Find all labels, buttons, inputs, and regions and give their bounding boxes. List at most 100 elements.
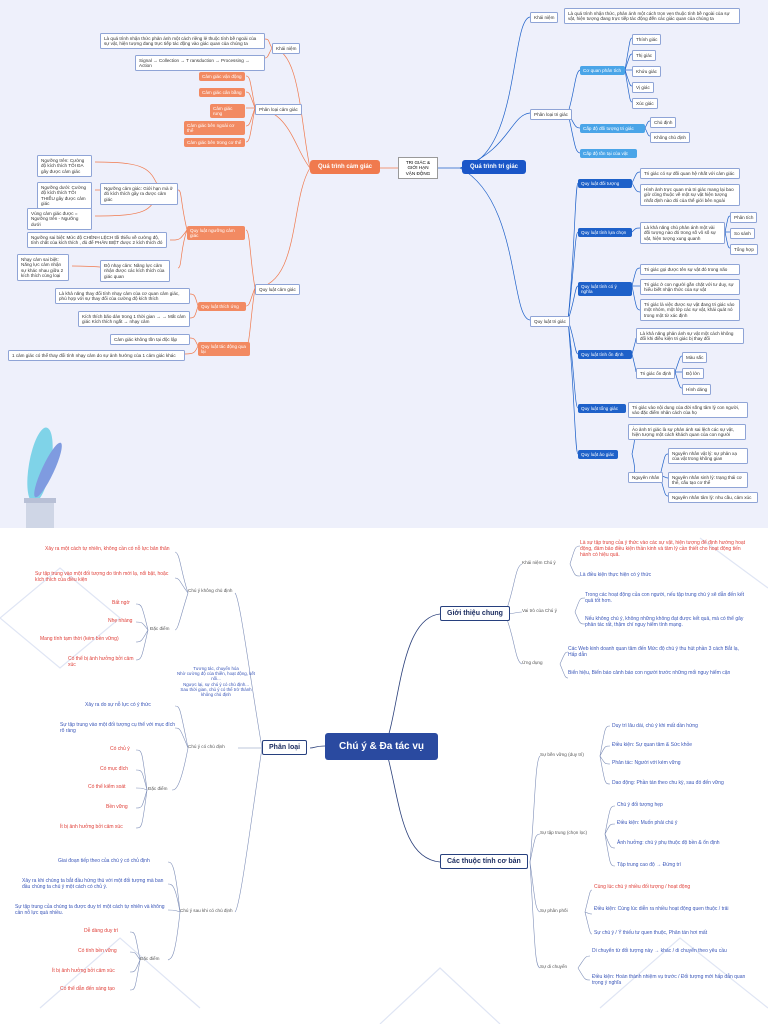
node-color[interactable]: Màu sắc xyxy=(682,352,708,363)
node-type-balance[interactable]: Cảm giác cân bằng xyxy=(199,88,245,97)
text-sustain-2: Điều kiện: Sự quan tâm & Sức khỏe xyxy=(612,742,693,748)
node-law-meaning-1[interactable]: Tri giác gọi được tên sự vật đó trong nã… xyxy=(640,264,740,275)
node-perception-laws[interactable]: Quy luật tri giác xyxy=(530,316,570,327)
node-type-motion[interactable]: Cảm giác vận động xyxy=(199,72,245,81)
node-size[interactable]: Độ lớn xyxy=(682,368,704,379)
node-smell[interactable]: Khứu giác xyxy=(632,66,661,77)
node-synthesis[interactable]: Tổng hợp xyxy=(730,244,758,255)
node-law-stability-def[interactable]: Là khả năng phản ánh sự vật một cách khô… xyxy=(636,328,744,345)
mindmap-attention: Chú ý & Đa tác vụ Giới thiệu chung Các t… xyxy=(0,528,768,1024)
text-sustain-3: Phản tác: Người với kém vững xyxy=(612,760,681,766)
node-intentional[interactable]: Chủ định xyxy=(650,117,677,128)
node-perception-concept[interactable]: Khái niệm xyxy=(530,12,559,23)
node-law-selection[interactable]: Quy luật tính lựa chọn xyxy=(578,228,632,237)
text-conc-4: Tập trung cao độ → Đứng trí xyxy=(617,862,681,868)
branch-introduction[interactable]: Giới thiệu chung xyxy=(440,606,510,621)
label-voluntary: Chú ý có chủ định xyxy=(188,744,225,749)
node-type-external[interactable]: Cảm giác bên ngoài cơ thể xyxy=(184,121,245,136)
node-hearing[interactable]: Thính giác xyxy=(632,34,662,45)
node-perception-def[interactable]: Là quá trình nhận thức, phản ánh một các… xyxy=(564,8,740,25)
node-illusion-def[interactable]: Ảo ảnh tri giác là sự phản ánh sai lệch … xyxy=(628,424,746,441)
node-law-meaning-3[interactable]: Tri giác là việc được sự vật đang tri gi… xyxy=(640,299,740,321)
node-law-object[interactable]: Quy luật đối tượng xyxy=(578,179,632,188)
mindmap-perception: TRI GIÁC & GIỚI HẠN VẬN ĐỘNG Quá trình c… xyxy=(0,0,768,528)
node-sensation-laws[interactable]: Quy luật cảm giác xyxy=(255,284,300,295)
node-type-vibration[interactable]: Cảm giác rung xyxy=(210,104,245,119)
text-vol-f3: Có thể kiểm soát xyxy=(88,784,126,790)
node-adaptation-def[interactable]: Là khả năng thay đổi tính nhạy cảm của c… xyxy=(55,288,190,305)
node-shape[interactable]: Hình dáng xyxy=(682,384,712,395)
node-law-stability[interactable]: Quy luật tính ổn định xyxy=(578,350,632,359)
node-cause-psychological[interactable]: Nguyên nhân tâm lý: nhu cầu, cảm xúc xyxy=(668,492,758,503)
node-diff-sensitivity[interactable]: Nhạy cảm sai biệt: Năng lực cảm nhận sự … xyxy=(17,254,69,282)
node-law-threshold[interactable]: Quy luật ngưỡng cảm giác xyxy=(187,226,245,241)
text-vol-f2: Có mục đích xyxy=(100,766,129,772)
label-post-features: Đặc điểm xyxy=(140,956,160,961)
branch-properties[interactable]: Các thuộc tính cơ bản xyxy=(440,854,528,869)
text-post-3: Sự tập trung của chúng ta được duy trì m… xyxy=(15,904,165,917)
center-topic[interactable]: TRI GIÁC & GIỚI HẠN VẬN ĐỘNG xyxy=(398,157,438,180)
node-sensation-types[interactable]: Phân loại cảm giác xyxy=(255,104,302,115)
text-vol-2: Sự tập trung vào một đối tượng cụ thể vớ… xyxy=(60,722,175,735)
node-apperception-def[interactable]: Tri giác vào nội dung của đời sống tâm l… xyxy=(628,402,748,419)
label-vol-features: Đặc điểm xyxy=(148,786,168,791)
connector-lines-top xyxy=(71,16,731,497)
node-law-interaction[interactable]: Quy luật tác động qua lại xyxy=(198,342,250,357)
connector-lines-bottom xyxy=(0,537,768,1024)
node-law-adaptation[interactable]: Quy luật thích ứng xyxy=(198,302,246,311)
center-topic-attention[interactable]: Chú ý & Đa tác vụ xyxy=(325,733,439,760)
text-post-f1: Dễ dàng duy trì xyxy=(84,928,119,934)
node-sight[interactable]: Thị giác xyxy=(632,50,657,61)
node-concept-flow[interactable]: Signal → Collection → T ransduction → Pr… xyxy=(135,55,265,72)
branch-classification[interactable]: Phân loại xyxy=(262,740,308,755)
node-threshold-lower[interactable]: Ngưỡng dưới: Cường độ kích thích TỐI THI… xyxy=(37,182,92,210)
node-threshold-diff[interactable]: Ngưỡng sai biệt: Mức độ CHÊNH LỆCH tối t… xyxy=(27,232,167,249)
text-shift-1: Di chuyển từ đối tượng này → khác / di c… xyxy=(592,948,727,954)
text-post-f3: Ít bị ảnh hưởng bởi cảm xúc xyxy=(52,968,115,974)
label-attention-concept: Khái niệm Chú ý xyxy=(522,560,556,565)
node-interaction-2[interactable]: 1 cảm giác có thể thay đổi tính nhạy cảm… xyxy=(8,350,185,361)
node-law-apperception[interactable]: Quy luật tổng giác xyxy=(578,404,626,413)
text-post-f2: Có tính bền vững xyxy=(78,948,117,954)
label-post-voluntary: Chú ý sau khi có chủ định xyxy=(180,908,233,913)
node-threshold-def[interactable]: Ngưỡng cảm giác: Giới hạn mà ở đó kích t… xyxy=(100,183,178,205)
node-law-object-1[interactable]: Tri giác có sự đối quan hệ nhất với cảm … xyxy=(640,168,740,179)
node-threshold-range[interactable]: Vùng cảm giác được = Ngưỡng trên - Ngưỡn… xyxy=(27,208,92,230)
node-interaction-1[interactable]: Cảm giác không tồn tại độc lập xyxy=(110,334,190,345)
text-vol-f4: Bền vững xyxy=(106,804,128,810)
node-unintentional[interactable]: Không chủ định xyxy=(650,132,690,143)
node-concept-def[interactable]: Là quá trình nhận thức phản ánh một cách… xyxy=(100,33,265,50)
node-threshold-upper[interactable]: Ngưỡng trên: Cường độ kích thích TỐI ĐA … xyxy=(37,155,92,177)
text-post-2: Xảy ra khi chúng ta bắt đầu hứng thú với… xyxy=(22,878,164,891)
text-role-2: Nếu không chú ý, không những không đạt đ… xyxy=(585,616,744,629)
node-law-object-2[interactable]: Hình ảnh trực quan mà tri giác mang lại … xyxy=(640,184,740,206)
node-touch[interactable]: Xúc giác xyxy=(632,98,658,109)
node-existence-level[interactable]: Cấp độ tồn tại của vật xyxy=(580,149,637,158)
node-type-internal[interactable]: Cảm giác bên trong cơ thể xyxy=(184,138,245,147)
node-concept[interactable]: Khái niệm xyxy=(272,43,301,54)
text-vol-1: Xảy ra do sự nỗ lực có ý thức xyxy=(85,702,151,708)
node-analysis[interactable]: Phân tích xyxy=(730,212,758,223)
node-taste[interactable]: Vị giác xyxy=(632,82,654,93)
text-post-f4: Có thể dẫn đến sáng tạo xyxy=(60,986,115,992)
label-application: Ứng dụng xyxy=(522,660,543,665)
node-law-selection-def[interactable]: Là khả năng chủ phản ánh một vài đối tượ… xyxy=(640,222,725,244)
text-interaction-note: Tương tác, chuyển hóa Nhờ cường độ của t… xyxy=(176,666,256,698)
node-perception-types[interactable]: Phân loại tri giác xyxy=(530,109,572,120)
node-stable-perception[interactable]: Tri giác ổn định xyxy=(636,368,676,379)
topic-sensation-process[interactable]: Quá trình cảm giác xyxy=(310,160,381,174)
node-compare[interactable]: So sánh xyxy=(730,228,755,239)
text-invol-f3: Mang tính tạm thời (kém bền vững) xyxy=(40,636,119,642)
node-causes[interactable]: Nguyên nhân xyxy=(628,472,664,483)
node-law-illusion[interactable]: Quy luật ảo giác xyxy=(578,450,618,459)
topic-perception-process[interactable]: Quá trình tri giác xyxy=(462,160,527,174)
node-law-meaning[interactable]: Quy luật tính có ý nghĩa xyxy=(578,282,632,297)
node-sensitivity[interactable]: Độ nhạy cảm: Năng lực cảm nhận được các … xyxy=(100,260,170,282)
node-cause-physiological[interactable]: Nguyên nhân sinh lý: trạng thái cơ thể, … xyxy=(668,472,748,489)
node-adaptation-example[interactable]: Kích thích bão dàn trong 1 thời gian → →… xyxy=(78,311,190,328)
node-analyzer[interactable]: Cơ quan phân tích xyxy=(580,66,625,75)
node-object-level[interactable]: Cấp độ đối tượng tri giác xyxy=(580,124,645,133)
text-concept-2: Là điều kiện thực hiện có ý thức xyxy=(580,572,652,578)
node-law-meaning-2[interactable]: Tri giác ở con người gắn chặt với tư duy… xyxy=(640,279,740,296)
node-cause-physical[interactable]: Nguyên nhân vật lý: sự phản xạ của vật t… xyxy=(668,448,748,465)
